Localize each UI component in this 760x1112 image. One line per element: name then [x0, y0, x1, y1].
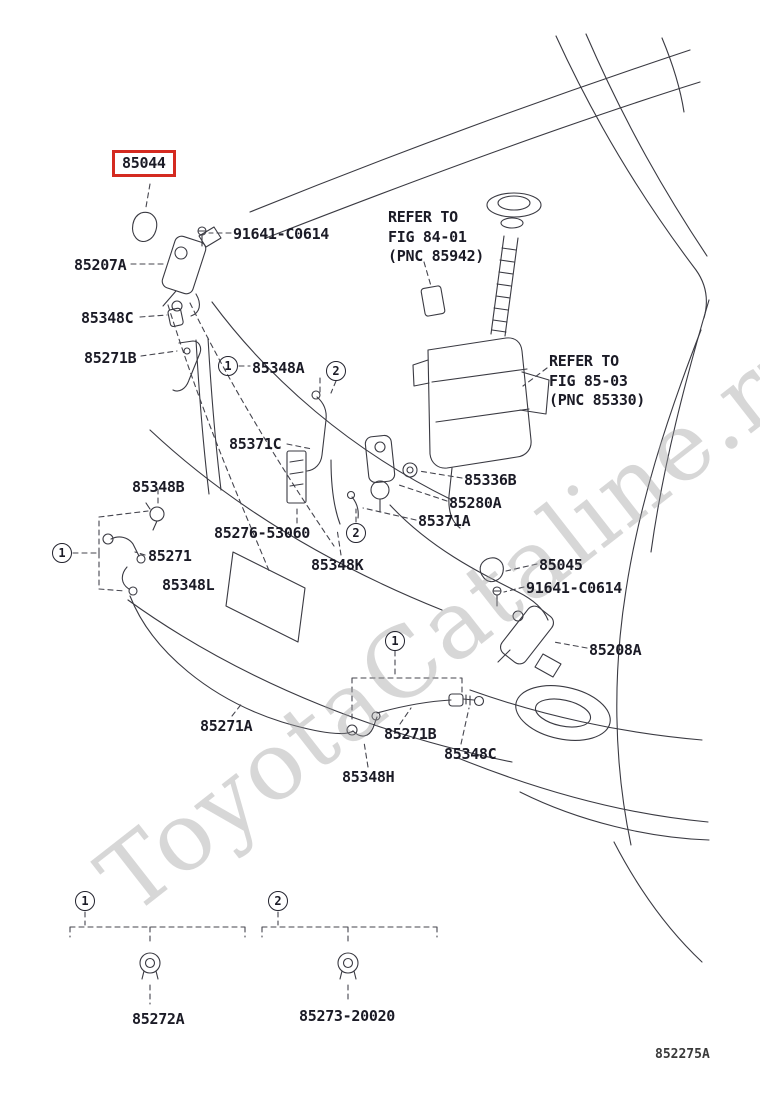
diagram-code: 852275A [655, 1047, 710, 1062]
part-label[interactable]: 85276-53060 [214, 524, 311, 542]
part-label[interactable]: 85348K [311, 556, 364, 574]
refer-note: REFER TO FIG 84-01 (PNC 85942) [388, 208, 485, 265]
part-label[interactable]: 85045 [539, 556, 583, 574]
part-label[interactable]: 85271B [84, 349, 137, 367]
part-label[interactable]: 85348C [444, 745, 497, 763]
part-label[interactable]: 91641-C0614 [526, 579, 623, 597]
callout-1: 1 [385, 631, 405, 651]
refer-note: REFER TO FIG 85-03 (PNC 85330) [549, 352, 646, 409]
part-label[interactable]: 85371C [229, 435, 282, 453]
callout-2: 2 [326, 361, 346, 381]
part-label-highlighted[interactable]: 85044 [112, 150, 176, 178]
callout-2: 2 [268, 891, 288, 911]
part-label[interactable]: 85371A [418, 512, 471, 530]
part-label[interactable]: 85271A [200, 717, 253, 735]
part-label[interactable]: 85348C [81, 309, 134, 327]
part-label[interactable]: 85336B [464, 471, 517, 489]
callout-1: 1 [52, 543, 72, 563]
part-label[interactable]: 85280A [449, 494, 502, 512]
part-label[interactable]: 85273-20020 [299, 1007, 396, 1025]
part-label[interactable]: 85271B [384, 725, 437, 743]
part-label[interactable]: 85348H [342, 768, 395, 786]
part-label[interactable]: 85207A [74, 256, 127, 274]
callout-1: 1 [75, 891, 95, 911]
part-label[interactable]: 85272A [132, 1010, 185, 1028]
part-label[interactable]: 85208A [589, 641, 642, 659]
part-label[interactable]: 85348L [162, 576, 215, 594]
part-label[interactable]: 85271 [148, 547, 192, 565]
part-label[interactable]: 85348B [132, 478, 185, 496]
callout-2: 2 [346, 523, 366, 543]
callout-1: 1 [218, 356, 238, 376]
part-label[interactable]: 91641-C0614 [233, 225, 330, 243]
part-label[interactable]: 85348A [252, 359, 305, 377]
